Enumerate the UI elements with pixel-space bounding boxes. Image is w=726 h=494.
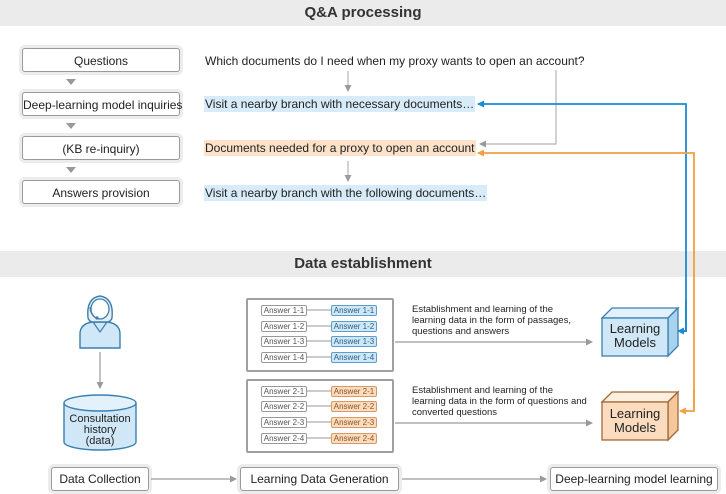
- learning-model-label-orange: Learning Models: [602, 407, 668, 435]
- qa-inquiry-result-text: Visit a nearby branch with necessary doc…: [204, 96, 476, 112]
- consultant-person-icon: [79, 295, 121, 349]
- model-label-line1: Learning: [609, 406, 661, 421]
- panel2-connectors: [307, 390, 331, 439]
- panel1-source-answer: Answer 1-4: [261, 352, 307, 363]
- qa-kb-reinquiry-connector: [479, 70, 557, 148]
- orange-model-link-arrow: [679, 390, 695, 415]
- model-label-line1: Learning: [609, 321, 661, 336]
- step-arrow-3: [66, 167, 76, 173]
- database-label-line1: Consultation: [69, 413, 131, 425]
- pipeline-deep-learning-model-learning: Deep-learning model learning: [550, 467, 718, 491]
- database-label-line3: (data): [85, 435, 115, 447]
- data-section-title: Data establishment: [294, 255, 432, 272]
- qa-answer-text: Visit a nearby branch with the following…: [204, 185, 488, 201]
- blue-model-link: [477, 100, 687, 332]
- data-section-band: [0, 251, 726, 277]
- qa-question-text: Which documents do I need when my proxy …: [205, 54, 585, 68]
- consultation-history-database-icon: [63, 394, 137, 451]
- qa-reinquiry-text: Documents needed for a proxy to open an …: [204, 140, 476, 156]
- panel1-target-answer: Answer 1-1: [331, 305, 377, 316]
- step-model-inquiries: Deep-learning model inquiries: [22, 92, 182, 116]
- panel1-target-answer: Answer 1-2: [331, 321, 377, 332]
- panel2-source-answer: Answer 2-2: [261, 401, 307, 412]
- panel2-target-answer: Answer 2-3: [331, 417, 377, 428]
- pipeline-data-collection: Data Collection: [51, 467, 149, 491]
- panel1-connectors: [307, 309, 331, 358]
- panel1-target-answer: Answer 1-4: [331, 352, 377, 363]
- orange-model-link: [477, 149, 695, 410]
- panel2-description: Establishment and learning of the learni…: [412, 385, 587, 418]
- learning-model-cube-blue: [600, 306, 680, 358]
- step-arrow-1: [66, 79, 76, 85]
- step-answers-provision: Answers provision: [22, 180, 180, 204]
- panel1-description: Establishment and learning of the learni…: [412, 304, 571, 337]
- step-arrow-2: [66, 123, 76, 129]
- panel1-source-answer: Answer 1-2: [261, 321, 307, 332]
- model-label-line2: Models: [614, 335, 656, 350]
- panel2-source-answer: Answer 2-4: [261, 433, 307, 444]
- database-label-line2: history: [83, 424, 117, 436]
- pipeline-learning-data-generation: Learning Data Generation: [240, 467, 399, 491]
- step-kb-reinquiry: (KB re-inquiry): [22, 136, 180, 160]
- model-label-line2: Models: [614, 420, 656, 435]
- qa-section-title: Q&A processing: [304, 4, 422, 21]
- blue-model-link-arrow: [677, 300, 687, 335]
- learning-model-label-blue: Learning Models: [602, 322, 668, 350]
- panel2-target-answer: Answer 2-1: [331, 386, 377, 397]
- panel2-target-answer: Answer 2-4: [331, 433, 377, 444]
- panel2-target-answer: Answer 2-2: [331, 401, 377, 412]
- panel2-source-answer: Answer 2-3: [261, 417, 307, 428]
- panel1-source-answer: Answer 1-1: [261, 305, 307, 316]
- panel2-source-answer: Answer 2-1: [261, 386, 307, 397]
- learning-model-cube-orange: [600, 390, 680, 442]
- database-label: Consultation history (data): [64, 414, 136, 447]
- qa-section-band: [0, 0, 726, 26]
- panel1-target-answer: Answer 1-3: [331, 336, 377, 347]
- panel1-source-answer: Answer 1-3: [261, 336, 307, 347]
- step-questions: Questions: [22, 48, 180, 72]
